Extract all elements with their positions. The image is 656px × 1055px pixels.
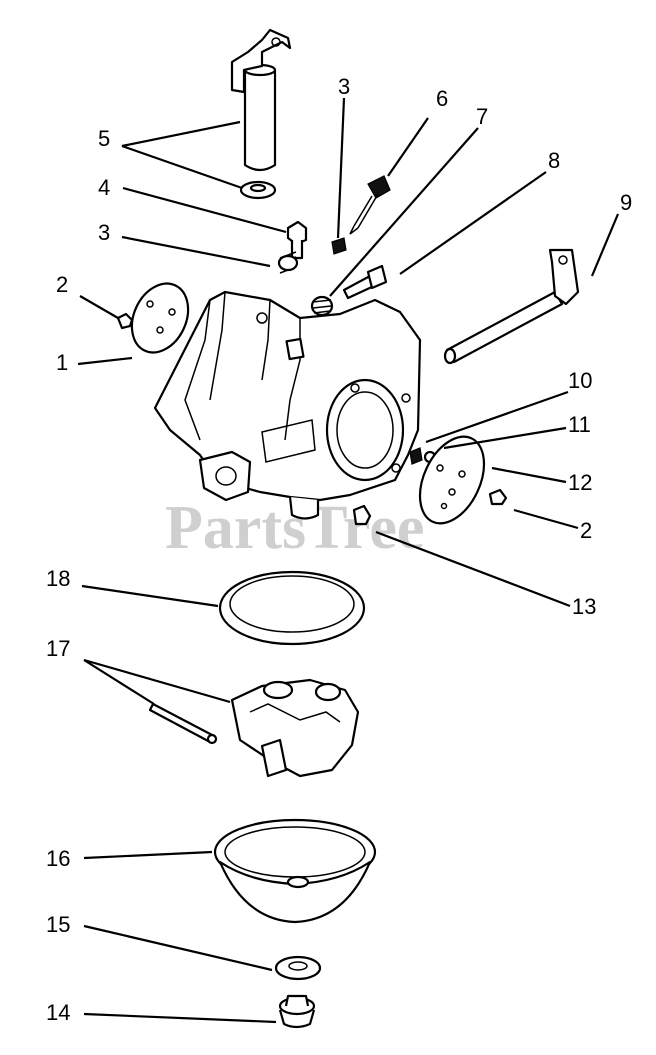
part-14-nut [278, 994, 316, 1029]
part-3-spring-right [331, 237, 347, 255]
callout-1: 1 [56, 350, 68, 375]
callout-5: 5 [98, 126, 110, 151]
part-17-float-assembly [148, 678, 360, 778]
part-1-plate [130, 282, 190, 354]
callout-16: 16 [46, 846, 70, 871]
callout-11: 11 [568, 412, 591, 437]
callout-17: 17 [46, 636, 70, 661]
leader-lines [77, 97, 620, 1024]
callout-3-left: 3 [98, 220, 110, 245]
callout-9: 9 [620, 190, 632, 215]
callout-3-right: 3 [338, 74, 350, 99]
callout-7: 7 [476, 104, 488, 129]
part-16-bowl [213, 818, 377, 924]
part-9-shaft [443, 248, 580, 365]
part-6-needle [349, 175, 391, 235]
part-4-screw [286, 220, 308, 260]
callout-14: 14 [46, 1000, 70, 1025]
callout-13: 13 [572, 594, 596, 619]
callout-numbers: 5 4 3 2 1 3 6 7 8 9 10 11 12 2 13 18 17 … [46, 74, 632, 1025]
part-3-spring-left [277, 251, 299, 274]
callout-4: 4 [98, 175, 110, 200]
callout-2-left: 2 [56, 272, 68, 297]
part-12-plate [418, 435, 486, 525]
callout-8: 8 [548, 148, 560, 173]
part-18-gasket [218, 570, 366, 646]
part-13-jet [352, 504, 372, 526]
callout-10: 10 [568, 368, 592, 393]
callout-18: 18 [46, 566, 70, 591]
part-2-screw-right [488, 488, 508, 506]
part-5-shaft-assembly [230, 28, 292, 200]
callout-15: 15 [46, 912, 70, 937]
part-2-screw-left [116, 312, 134, 330]
carburetor-body [153, 290, 422, 520]
callout-6: 6 [436, 86, 448, 111]
callout-12: 12 [568, 470, 592, 495]
part-15-washer [274, 955, 322, 981]
part-7-spring [310, 295, 334, 317]
part-8-screw [342, 264, 388, 300]
part-10-spring [409, 447, 423, 465]
callout-2-right: 2 [580, 518, 592, 543]
